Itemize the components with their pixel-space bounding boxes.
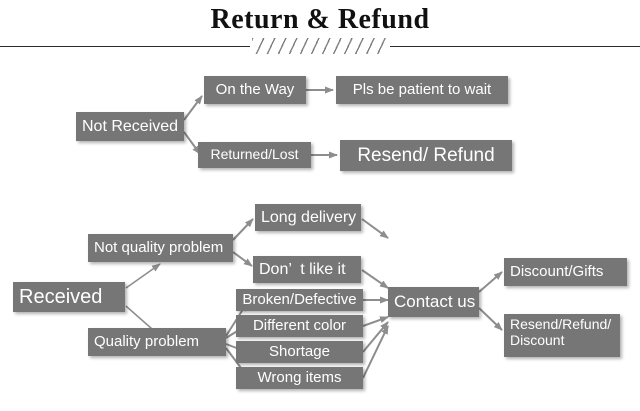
node-contact-us[interactable]: Contact us — [388, 287, 479, 317]
page-title: Return & Refund — [210, 4, 430, 35]
node-received[interactable]: Received — [13, 282, 125, 312]
header-divider-right — [390, 46, 640, 47]
header-divider-left — [0, 46, 250, 47]
node-quality-problem[interactable]: Quality problem — [88, 328, 226, 356]
node-shortage[interactable]: Shortage — [236, 341, 363, 363]
node-long-delivery[interactable]: Long delivery — [255, 204, 361, 231]
node-pls-be-patient-to-wait[interactable]: Pls be patient to wait — [336, 76, 508, 104]
node-not-received[interactable]: Not Received — [76, 112, 184, 141]
node-discount-gifts[interactable]: Discount/Gifts — [504, 258, 627, 286]
node-resend-refund[interactable]: Resend/ Refund — [340, 140, 512, 171]
node-not-quality-problem[interactable]: Not quality problem — [88, 234, 233, 262]
node-on-the-way[interactable]: On the Way — [204, 76, 306, 104]
node-wrong-items[interactable]: Wrong items — [236, 367, 363, 389]
node-broken-defective[interactable]: Broken/Defective — [236, 289, 363, 311]
node-resend-refund-discount[interactable]: Resend/Refund/ Discount — [504, 314, 620, 357]
node-dont-like-it[interactable]: Don’ t like it — [253, 256, 361, 283]
node-returned-lost[interactable]: Returned/Lost — [198, 142, 311, 168]
hatch-ornament-icon — [252, 38, 388, 54]
node-different-color[interactable]: Different color — [236, 315, 363, 337]
